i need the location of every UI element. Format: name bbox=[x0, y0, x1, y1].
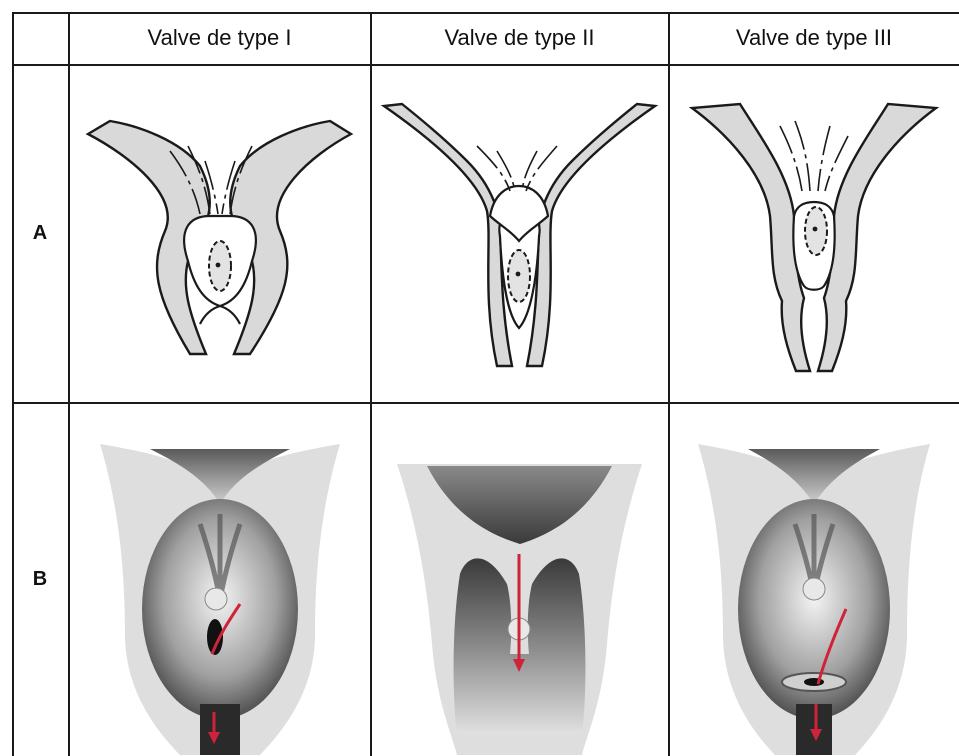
render-valve-type-2 bbox=[372, 404, 667, 755]
row-label-a: A bbox=[12, 65, 68, 402]
render-valve-type-1 bbox=[70, 404, 369, 755]
render-valve-type-3 bbox=[670, 404, 958, 755]
column-header-type-3: Valve de type III bbox=[669, 12, 959, 64]
schematic-valve-type-1 bbox=[70, 66, 369, 401]
column-header-type-1: Valve de type I bbox=[69, 12, 370, 64]
schematic-valve-type-3 bbox=[670, 66, 958, 401]
schematic-valve-type-2 bbox=[372, 66, 667, 401]
row-label-b: B bbox=[12, 403, 68, 756]
column-header-type-2: Valve de type II bbox=[371, 12, 668, 64]
